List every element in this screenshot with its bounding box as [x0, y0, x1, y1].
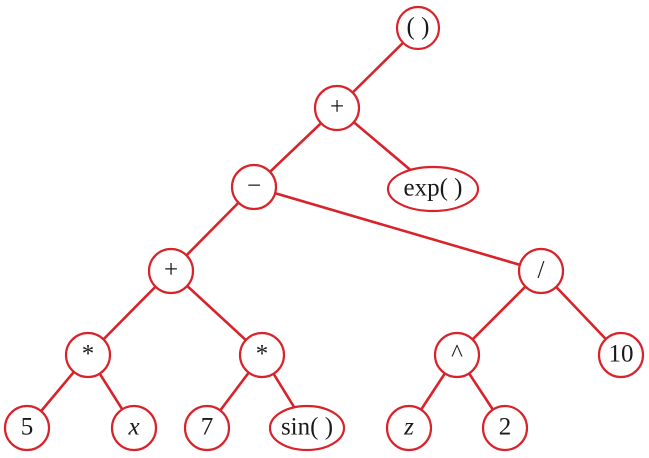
tree-node-div: / [517, 247, 565, 295]
tree-node-root: ( ) [395, 5, 441, 51]
node-outline [268, 404, 346, 452]
tree-node-pow: ^ [433, 331, 481, 379]
node-label: / [538, 257, 545, 284]
node-outline [230, 163, 278, 211]
tree-node-plus2: + [147, 247, 195, 295]
node-outline [64, 331, 112, 379]
node-outline [481, 404, 529, 452]
node-outline [110, 404, 158, 452]
node-label: x [127, 414, 139, 441]
node-outline [147, 247, 195, 295]
node-label: 5 [21, 414, 34, 441]
tree-node-five: 5 [3, 404, 51, 452]
node-outline [597, 331, 645, 379]
tree-node-x: x [110, 404, 158, 452]
tree-node-two: 2 [481, 404, 529, 452]
edge-minus-to-div [252, 185, 543, 273]
node-label: ^ [451, 341, 463, 368]
node-label: z [403, 414, 414, 441]
node-label: − [247, 173, 261, 200]
node-label: * [256, 341, 269, 368]
node-outline [385, 404, 433, 452]
node-outline [183, 404, 231, 452]
node-label: 7 [201, 414, 214, 441]
tree-node-mul1: * [64, 331, 112, 379]
tree-node-ten: 10 [597, 331, 645, 379]
nodes-layer: ( ) + − exp( ) + / * * ^ 10 5 x 7 sin( ) z 2 [3, 5, 645, 452]
node-label: 10 [609, 341, 634, 368]
node-label: ( ) [407, 14, 430, 41]
tree-node-plus1: + [313, 84, 361, 132]
node-outline [313, 84, 361, 132]
node-label: exp( ) [404, 175, 463, 202]
node-label: sin( ) [281, 414, 333, 441]
node-outline [238, 331, 286, 379]
edges-layer [25, 26, 623, 430]
node-label: * [82, 341, 95, 368]
node-outline [386, 165, 480, 213]
node-outline [433, 331, 481, 379]
node-outline [3, 404, 51, 452]
tree-node-z: z [385, 404, 433, 452]
node-label: + [330, 94, 344, 121]
node-outline [517, 247, 565, 295]
node-label: 2 [499, 414, 512, 441]
tree-node-minus: − [230, 163, 278, 211]
tree-node-exp: exp( ) [386, 165, 480, 213]
tree-node-seven: 7 [183, 404, 231, 452]
node-label: + [164, 257, 178, 284]
tree-node-mul2: * [238, 331, 286, 379]
node-outline [395, 5, 441, 51]
tree-node-sin: sin( ) [268, 404, 346, 452]
